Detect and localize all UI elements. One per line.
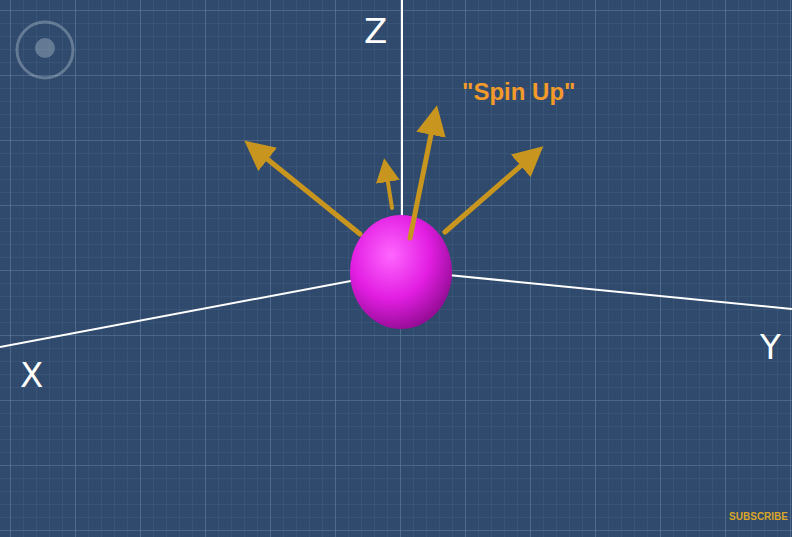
logo-watermark [17, 22, 73, 78]
axis-label: Z [364, 14, 387, 48]
watermark: SUBSCRIBE [729, 512, 788, 522]
axes [0, 0, 792, 347]
axis-label: Y [760, 330, 781, 364]
particle-sphere [350, 215, 452, 329]
axis-label: X [20, 358, 43, 392]
spin-arrows [256, 120, 532, 238]
spin-label: "Spin Up" [462, 80, 575, 104]
